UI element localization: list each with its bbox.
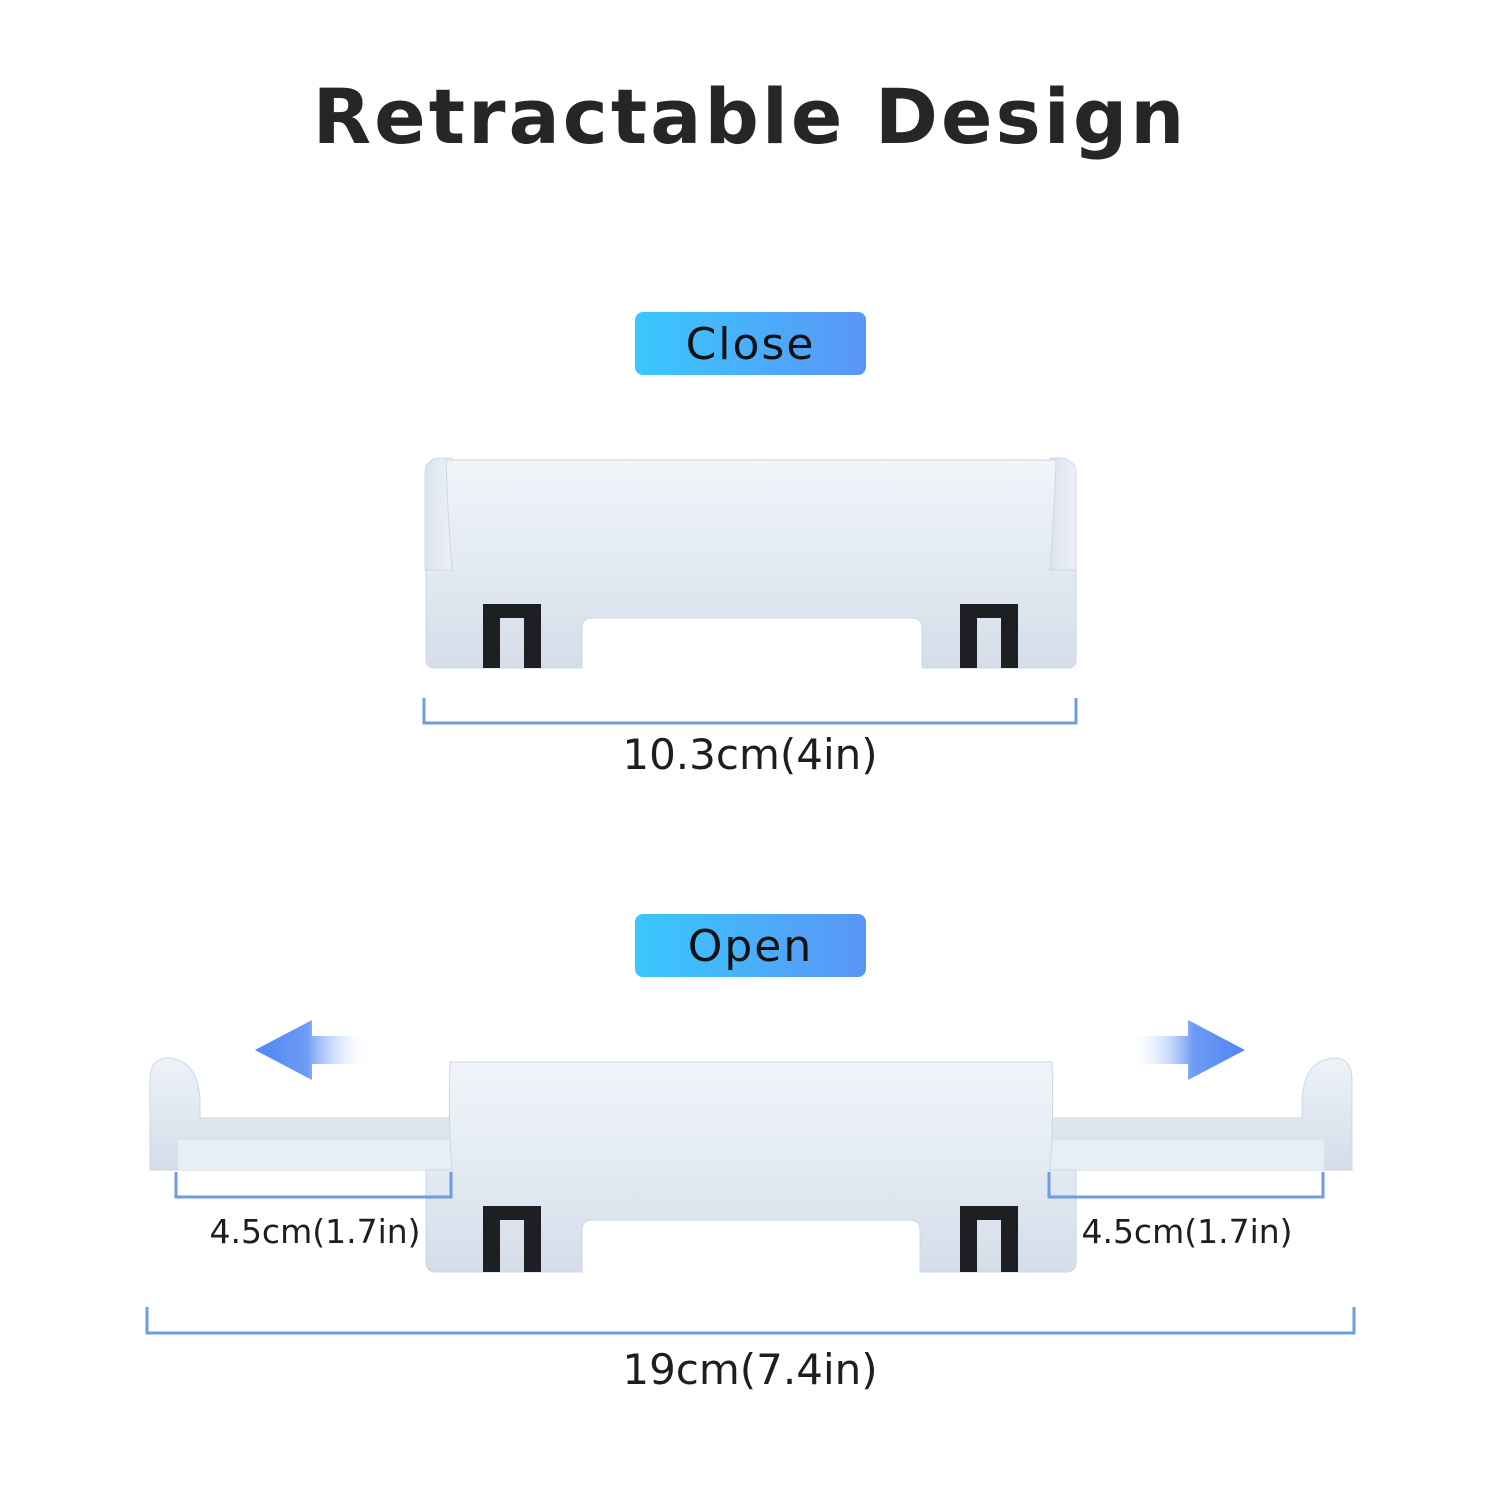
close-state-badge: Close: [635, 312, 866, 375]
open-device: [149, 1057, 1353, 1273]
open-left-clip: [483, 1206, 541, 1272]
closed-left-clip: [483, 604, 541, 668]
closed-right-clip: [960, 604, 1018, 668]
close-badge-label: Close: [685, 319, 816, 370]
closed-width-dimension-line: [422, 698, 1078, 725]
left-arrow-icon: [255, 1020, 370, 1080]
right-arrow-icon: [1130, 1020, 1245, 1080]
open-total-width-label: 19cm(7.4in): [622, 1345, 878, 1394]
right-extension-dimension-line: [1047, 1172, 1325, 1199]
left-extension-label: 4.5cm(1.7in): [209, 1212, 421, 1251]
open-total-dimension-line: [145, 1307, 1356, 1335]
left-extension-dimension-line: [174, 1172, 453, 1199]
closed-width-label: 10.3cm(4in): [622, 730, 878, 779]
right-extension-label: 4.5cm(1.7in): [1081, 1212, 1293, 1251]
open-state-badge: Open: [635, 914, 866, 977]
page-title: Retractable Design: [312, 72, 1188, 161]
closed-device: [424, 457, 1077, 669]
open-badge-label: Open: [687, 921, 814, 972]
open-right-clip: [960, 1206, 1018, 1272]
